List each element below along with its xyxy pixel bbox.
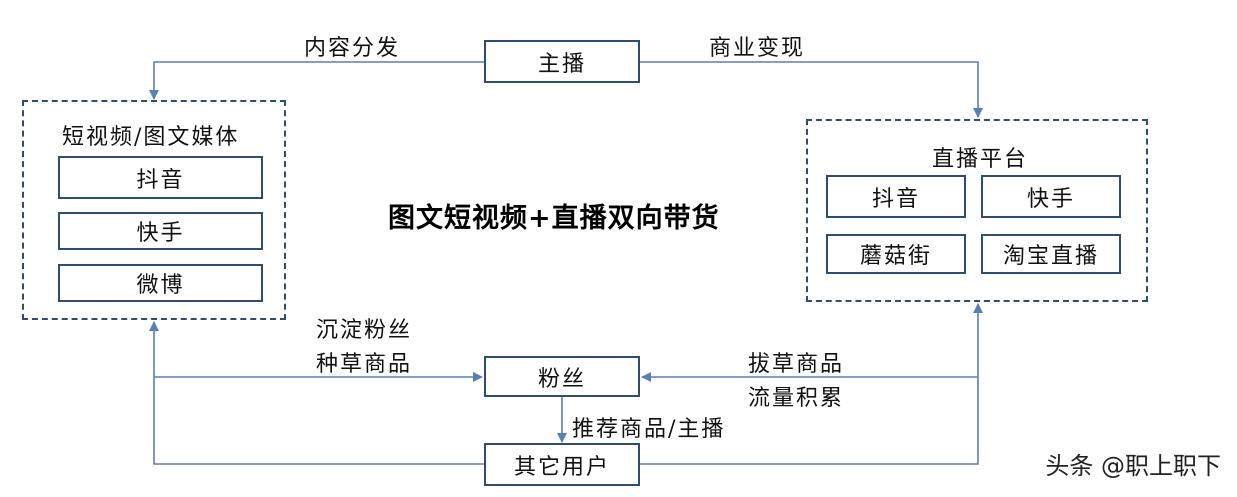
arrow-anchor-to-media [149, 61, 484, 100]
label-settle-fans: 沉淀粉丝 [316, 318, 413, 343]
platform-item-mogujie: 蘑菇街 [826, 234, 966, 274]
label-seed-products: 种草商品 [316, 352, 413, 377]
watermark: 头条 @职上职下 [1045, 452, 1221, 480]
label-recommend: 推荐商品/主播 [572, 417, 726, 442]
arrow-anchor-to-platform [640, 61, 983, 118]
group-live-platform-title: 直播平台 [932, 147, 1029, 172]
platform-item-kuaishou: 快手 [981, 175, 1121, 218]
label-fans-to-media: 沉淀粉丝 种草商品 [316, 314, 412, 382]
label-pull-products: 拔草商品 [748, 352, 845, 377]
arrow-users-to-platform [640, 303, 983, 465]
group-short-video-media-title: 短视频/图文媒体 [62, 125, 240, 150]
label-platform-to-fans: 拔草商品 流量积累 [748, 348, 844, 416]
label-traffic-accumulation: 流量积累 [748, 386, 845, 411]
node-fans: 粉丝 [484, 356, 640, 397]
platform-item-douyin: 抖音 [826, 175, 966, 218]
group-short-video-media [22, 100, 286, 320]
label-content-distribution: 内容分发 [304, 36, 401, 61]
node-other-users: 其它用户 [484, 443, 640, 486]
media-item-weibo: 微博 [58, 264, 263, 302]
arrow-users-to-media [149, 321, 484, 465]
media-item-kuaishou: 快手 [58, 212, 263, 250]
diagram-title: 图文短视频+直播双向带货 [388, 203, 720, 234]
platform-item-taobao-live: 淘宝直播 [981, 234, 1121, 274]
label-monetization: 商业变现 [709, 36, 806, 61]
media-item-douyin: 抖音 [58, 156, 263, 199]
group-live-platform [806, 119, 1148, 302]
node-anchor: 主播 [484, 40, 640, 83]
